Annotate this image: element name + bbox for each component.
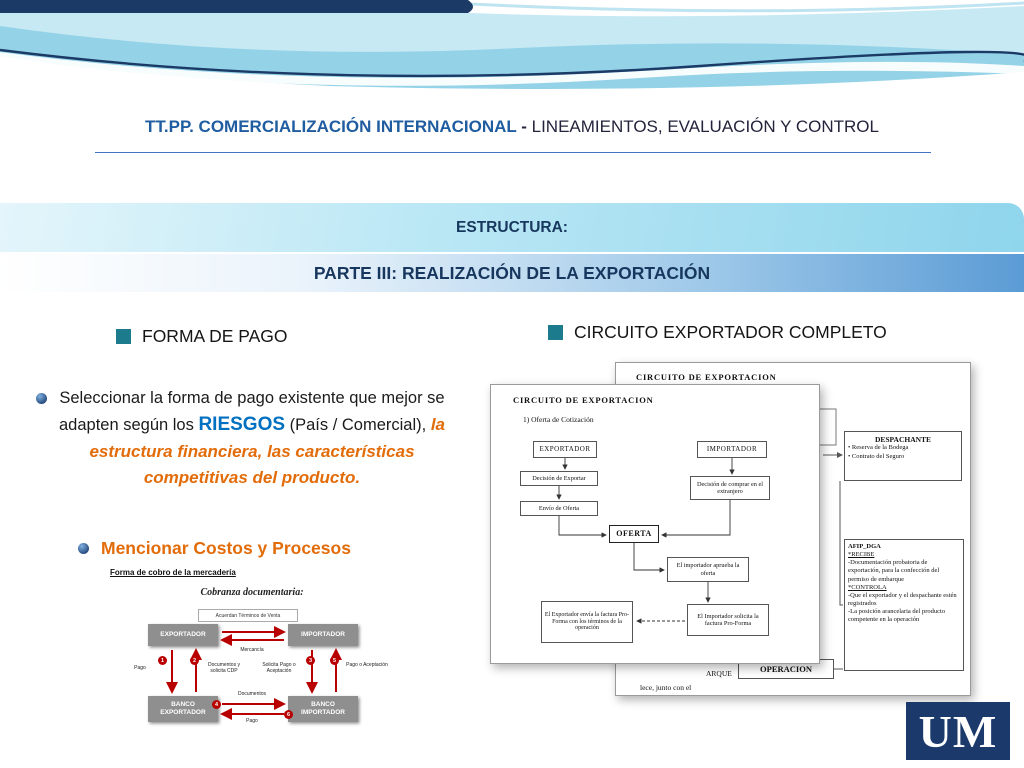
pago-aceptacion-label: Pago o Aceptación [346, 662, 388, 668]
forma-cobro-figure: Forma de cobro de la mercadería Cobranza… [100, 562, 404, 760]
paragraph-bullet-icon [36, 393, 47, 404]
mencionar-costos-bullet: Mencionar Costos y Procesos [78, 538, 351, 559]
afip-box: AFIP_DGA *RECIBE -Documentación probator… [844, 539, 964, 671]
text-fragment: ARQUE [706, 669, 732, 678]
paragraph-text-2: (País / Comercial), [285, 415, 431, 434]
subtitle: LINEAMIENTOS, EVALUACIÓN Y CONTROL [531, 117, 879, 136]
parte-label: PARTE III: REALIZACIÓN DE LA EXPORTACIÓN [313, 262, 711, 283]
afip-title: AFIP_DGA [848, 543, 881, 550]
teal-square-bullet-icon [548, 325, 563, 340]
back-panel-title: CIRCUITO DE EXPORTACION [636, 372, 777, 382]
mercancia-label: Mercancía [240, 647, 264, 653]
terms-box: Acuerdan Términos de Venta [198, 609, 298, 622]
step-3-badge: 3 [306, 656, 315, 665]
title-separator: - [516, 117, 532, 136]
banco-exportador-box: BANCO EXPORTADOR [148, 696, 218, 722]
slide-title: TT.PP. COMERCIALIZACIÓN INTERNACIONAL - … [0, 117, 1024, 137]
solicita-pago-label: Solicita Pago o Aceptación [262, 662, 296, 674]
afip-recibe: *RECIBE [848, 551, 875, 559]
front-diagram-panel: CIRCUITO DE EXPORTACION 1) Oferta de Cot… [490, 384, 820, 664]
afip-line: -Documentación probatoria de exportación… [848, 559, 940, 583]
circuito-heading: CIRCUITO EXPORTADOR COMPLETO [548, 322, 887, 343]
documentos-label: Documentos [237, 691, 267, 697]
documentos-solicita-label: Documentos y solicita CDP [208, 662, 240, 674]
teal-square-bullet-icon [116, 329, 131, 344]
figure-subtitle: Cobranza documentaria: [200, 587, 304, 598]
step-1-label: 1) Oferta de Cotización [523, 415, 594, 424]
fc-solicita-factura-box: El Importador solicita la factura Pro-Fo… [687, 604, 769, 636]
step-4-badge: 4 [212, 700, 221, 709]
fc-importador-box: IMPORTADOR [697, 441, 767, 458]
front-panel-title: CIRCUITO DE EXPORTACION [513, 395, 654, 405]
estructura-band: ESTRUCTURA: [0, 203, 1024, 252]
mencionar-costos-label: Mencionar Costos y Procesos [101, 538, 351, 558]
course-title: TT.PP. COMERCIALIZACIÓN INTERNACIONAL [145, 117, 517, 136]
step-5-badge: 5 [330, 656, 339, 665]
figure-title: Forma de cobro de la mercadería [110, 568, 236, 577]
fc-decision-exportar-box: Decisión de Exportar [520, 471, 598, 486]
pago-label: Pago [134, 665, 146, 671]
estructura-label: ESTRUCTURA: [456, 218, 568, 236]
header-wave-graphic [0, 0, 1024, 110]
fc-exportador-box: EXPORTADOR [533, 441, 597, 458]
circuito-diagrams: CIRCUITO DE EXPORTACION DESPACHANTE • [488, 356, 990, 706]
um-logo: UM [906, 702, 1010, 760]
sub-bullet-icon [78, 543, 89, 554]
despachante-item: • Reserva de la Bodega [848, 444, 909, 452]
step-2-badge: 2 [190, 656, 199, 665]
exportador-box: EXPORTADOR [148, 624, 218, 646]
parte-band: PARTE III: REALIZACIÓN DE LA EXPORTACIÓN [0, 254, 1024, 292]
afip-controla: *CONTROLA [848, 583, 887, 591]
forma-de-pago-label: FORMA DE PAGO [142, 326, 288, 346]
fc-decision-comprar-box: Decisión de comprar en el extranjero [690, 476, 770, 500]
afip-line: -La posición arancelaria del producto co… [848, 608, 946, 624]
despachante-title: DESPACHANTE [874, 435, 932, 444]
despachante-item: • Contrato del Seguro [848, 452, 905, 460]
fc-oferta-box: OFERTA [609, 525, 659, 543]
fc-envio-oferta-box: Envío de Oferta [520, 501, 598, 516]
despachante-box: DESPACHANTE • Reserva de la Bodega • Con… [844, 431, 962, 481]
orange-emphasis: la estructura financiera, las caracterís… [89, 414, 445, 487]
title-underline [95, 152, 931, 153]
importador-box: IMPORTADOR [288, 624, 358, 646]
afip-line: -Que el exportador y el despachante esté… [848, 591, 957, 607]
step-1-badge: 1 [158, 656, 167, 665]
forma-de-pago-heading: FORMA DE PAGO [116, 326, 288, 347]
paragraph-text-1: Seleccionar la forma de pago existente q… [59, 389, 445, 434]
fc-envia-factura-box: El Exportador envía la factura Pro-Forma… [541, 601, 633, 643]
text-fragment: lece, junto con el [640, 683, 692, 692]
banco-importador-box: BANCO IMPORTADOR [288, 696, 358, 722]
forma-pago-paragraph: Seleccionar la forma de pago existente q… [36, 386, 468, 491]
circuito-label: CIRCUITO EXPORTADOR COMPLETO [574, 322, 887, 342]
pago-bottom-label: Pago [246, 718, 258, 724]
step-6-badge: 6 [284, 710, 293, 719]
riesgos-emphasis: RIESGOS [198, 413, 286, 435]
fc-aprueba-box: El importador aprueba la oferta [667, 557, 749, 582]
